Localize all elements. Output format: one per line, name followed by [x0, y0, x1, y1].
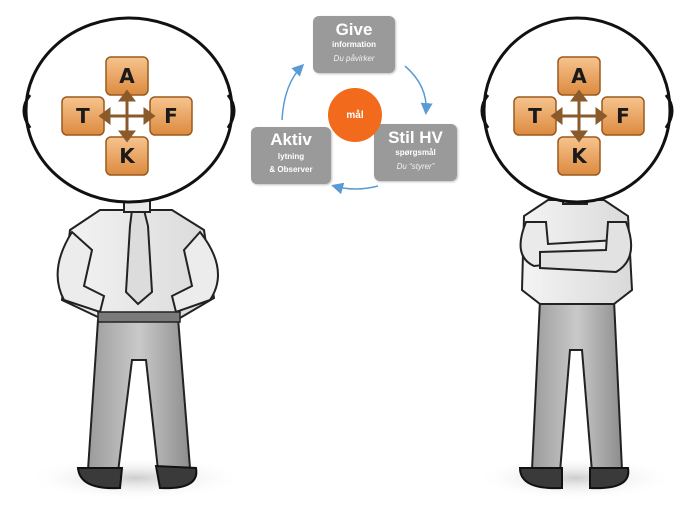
left-head: [24, 16, 234, 204]
listen-title: Aktiv: [270, 130, 312, 149]
left-tie: [124, 209, 154, 306]
arrow-give-to-ask: [404, 65, 433, 115]
right-shoe-right: [589, 467, 630, 490]
left-arm-left: [56, 230, 106, 314]
left-person: [22, 16, 245, 500]
left-ear-right: [226, 94, 236, 129]
right-tile-bottom-letter: K: [571, 144, 588, 168]
left-legs: [86, 316, 192, 474]
cycle-arrows: [281, 63, 433, 195]
right-shoe-left: [518, 467, 563, 490]
left-arm-right: [170, 230, 219, 314]
right-tile-right-letter: F: [616, 104, 630, 128]
right-person: [475, 16, 675, 500]
right-keypad: A T F K: [513, 56, 645, 176]
right-arm-right: [539, 221, 633, 274]
right-cross-arrows-icon: [550, 89, 608, 143]
right-floor-shadow: [475, 456, 675, 500]
ask-note: Du “styrer”: [396, 162, 435, 171]
ask-title: Stil HV: [388, 128, 443, 147]
left-ear-left: [22, 94, 32, 129]
left-shoe-left: [76, 467, 124, 490]
left-tile-top-letter: A: [119, 64, 135, 88]
left-keypad: A T F K: [61, 56, 193, 176]
right-head: [482, 16, 672, 204]
goal-label: mål: [346, 109, 364, 121]
left-tile-left-letter: T: [76, 104, 90, 128]
arrow-ask-to-listen: [331, 182, 379, 195]
give-title: Give: [335, 20, 373, 39]
listen-line2: & Observer: [269, 165, 313, 174]
goal-circle: mål: [328, 88, 382, 142]
give-subtitle: information: [332, 40, 376, 49]
give-information-box: Give information Du påvirker: [313, 16, 395, 73]
listen-line1: lytning: [277, 152, 305, 161]
arrow-listen-to-give: [281, 63, 305, 121]
left-tile-bottom-letter: K: [119, 144, 136, 168]
left-floor-shadow: [25, 456, 245, 500]
right-legs: [530, 299, 624, 474]
left-shoe-right: [154, 464, 198, 490]
give-note: Du påvirker: [333, 54, 375, 63]
left-cross-arrows-icon: [98, 89, 156, 143]
right-ear-right: [664, 94, 674, 129]
right-ear-left: [480, 94, 490, 129]
left-belt: [97, 311, 181, 323]
left-tile-right-letter: F: [164, 104, 178, 128]
ask-questions-box: Stil HV spørgsmål Du “styrer”: [374, 124, 457, 181]
right-tile-top-letter: A: [571, 64, 587, 88]
ask-subtitle: spørgsmål: [395, 148, 436, 157]
active-listening-box: Aktiv lytning & Observer: [251, 127, 331, 184]
right-tile-left-letter: T: [528, 104, 542, 128]
